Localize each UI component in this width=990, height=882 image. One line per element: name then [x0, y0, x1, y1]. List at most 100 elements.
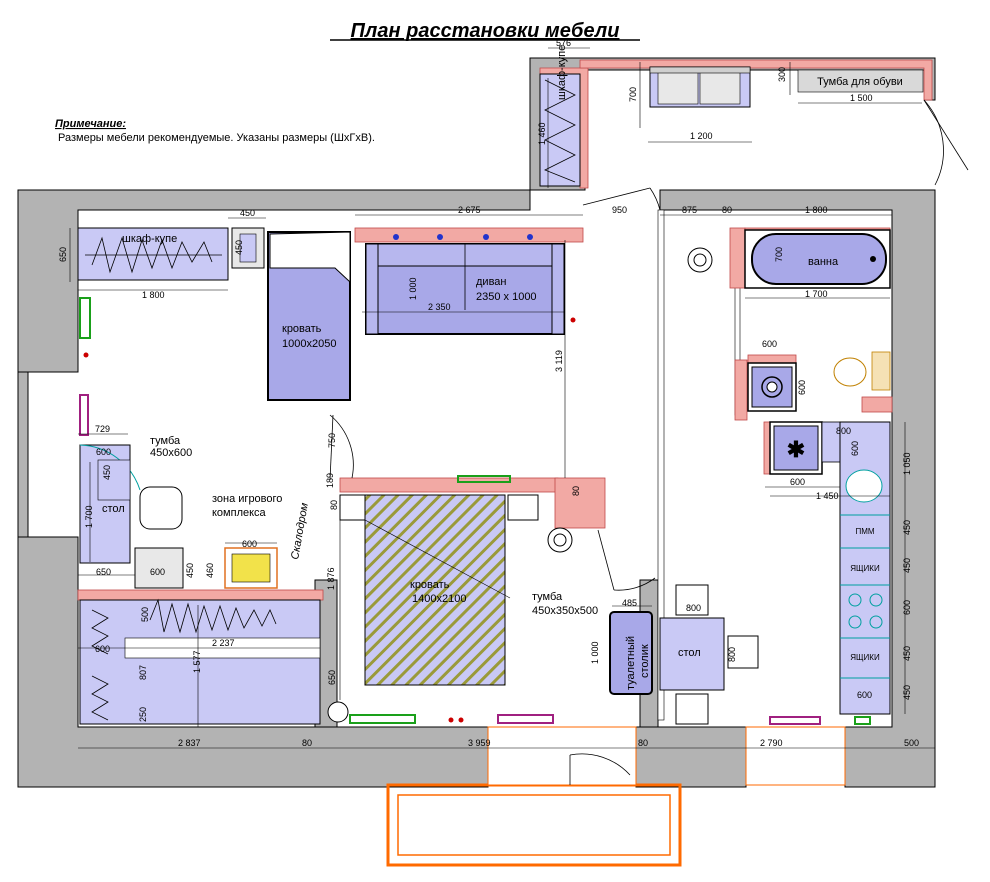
dimension-label: 650 — [327, 670, 337, 685]
dimension-label: 1 500 — [850, 93, 873, 103]
chair-top — [675, 584, 709, 616]
nightstand2-label: тумба — [532, 591, 563, 603]
nightstand — [97, 459, 131, 501]
dimension-label: 80 — [638, 738, 648, 748]
single-bed-size: 1000x2050 — [282, 338, 336, 350]
dimension-label: 800 — [686, 603, 701, 613]
bathtub-label: ванна — [808, 256, 839, 268]
single-bed-label: кровать — [282, 323, 322, 335]
dimension-label: 450 — [902, 646, 912, 661]
dimension-label: 3 119 — [554, 350, 564, 372]
dimension-label: 600 — [762, 339, 777, 349]
dimension-label: 2 675 — [458, 205, 481, 215]
dimension-label: 600 — [242, 539, 257, 549]
dressing-table — [609, 611, 653, 695]
dimension-label: 80 — [329, 500, 339, 510]
dining-table — [659, 617, 725, 691]
sofa-size: 2350 x 1000 — [476, 291, 537, 303]
dimension-label: 450 — [902, 558, 912, 573]
dimension-label: 450 — [902, 520, 912, 535]
dimension-label: 3 959 — [468, 738, 491, 748]
windows — [79, 297, 871, 725]
dimension-label: 80 — [302, 738, 312, 748]
dimension-label: 1 050 — [902, 452, 912, 475]
plant-icons — [327, 247, 713, 723]
dimension-label: 800 — [727, 647, 737, 662]
dimension-label: 700 — [628, 87, 638, 102]
dimension-label: 2 350 — [428, 302, 451, 312]
dimension-label: 300 — [777, 67, 787, 82]
room-wardrobe-label: шкаф-купе — [122, 233, 177, 245]
dimension-label: 600 — [790, 477, 805, 487]
dimension-label: 2 790 — [760, 738, 783, 748]
toilet — [833, 357, 867, 387]
chair-bottom — [675, 693, 709, 725]
dimension-label: 600 — [797, 380, 807, 395]
corridor-wardrobe — [539, 73, 581, 187]
dimension-label: 1 700 — [84, 505, 94, 528]
shoe-cabinet — [797, 69, 924, 93]
dimension-label: 950 — [612, 205, 627, 215]
dimension-label: 80 — [571, 486, 581, 496]
dimension-label: 1 000 — [408, 277, 418, 300]
double-bed-label: кровать — [410, 579, 450, 591]
dimension-label: 576 — [556, 38, 571, 48]
page-title: План расстановки мебели — [351, 20, 620, 42]
dimension-label: 2 237 — [212, 638, 235, 648]
dressing-table-label-2: столик — [639, 644, 651, 678]
dimension-label: 750 — [327, 433, 337, 448]
dimension-label: 700 — [774, 247, 784, 262]
dimension-label: 80 — [722, 205, 732, 215]
dimension-label: 1 200 — [690, 131, 713, 141]
dimension-lines — [69, 47, 935, 749]
shoe-cabinet-label: Тумба для обуви — [817, 76, 903, 88]
double-bed-size: 1400x2100 — [412, 593, 466, 605]
dishwasher-label: ПММ — [855, 527, 874, 536]
doors — [329, 187, 661, 785]
dimension-label: 1 577 — [192, 650, 202, 673]
room-wardrobe — [77, 227, 229, 281]
desk-chair — [139, 486, 183, 530]
dimension-label: 600 — [150, 567, 165, 577]
dimension-label: 500 — [140, 607, 150, 622]
dimension-labels: 576 700 300 1 460 1 500 1 200 450 2 675 … — [58, 38, 919, 748]
bedroom-partition — [339, 477, 559, 493]
dimension-label: 1 700 — [805, 289, 828, 299]
dressing-table-label-1: туалетный — [625, 636, 637, 690]
double-bed — [364, 494, 506, 686]
cooktop — [848, 593, 883, 629]
dimension-label: 807 — [138, 665, 148, 680]
dimension-label: 2 837 — [178, 738, 201, 748]
dimension-label: 460 — [205, 563, 215, 578]
dimension-label: 600 — [95, 644, 110, 654]
dimension-label: 1 800 — [142, 290, 165, 300]
dimension-label: 450 — [185, 563, 195, 578]
dimension-label: 600 — [850, 441, 860, 456]
dimension-label: 485 — [622, 598, 637, 608]
dimension-label: 189 — [325, 473, 335, 488]
dimension-label: 450 — [102, 465, 112, 480]
dimension-label: 450 — [902, 685, 912, 700]
sofa-label: диван — [476, 276, 506, 288]
dimension-label: 1 800 — [805, 205, 828, 215]
dimension-label: 450 — [240, 208, 255, 218]
dimension-label: 729 — [95, 424, 110, 434]
dimension-label: 1 876 — [326, 567, 336, 590]
nightstand2-size: 450x350x500 — [532, 605, 598, 617]
dimension-label: 600 — [857, 690, 872, 700]
play-zone-label-1: зона игрового — [212, 493, 282, 505]
dimension-label: 800 — [836, 426, 851, 436]
dimension-label: 500 — [904, 738, 919, 748]
lower-wardrobe — [79, 599, 321, 725]
play-zone-label-2: комплекса — [212, 507, 267, 519]
dimension-label: 1 450 — [816, 491, 839, 501]
corridor-wardrobe-label: шкаф-купе — [556, 45, 568, 100]
drawers2-label: ЯЩИКИ — [850, 653, 880, 662]
nightstand-label: тумба — [150, 435, 181, 447]
dimension-label: 650 — [96, 567, 111, 577]
drawers1-label: ЯЩИКИ — [850, 564, 880, 573]
svg-text:✱: ✱ — [787, 437, 805, 462]
dimension-label: 1 000 — [590, 641, 600, 664]
dimension-label: 250 — [138, 707, 148, 722]
